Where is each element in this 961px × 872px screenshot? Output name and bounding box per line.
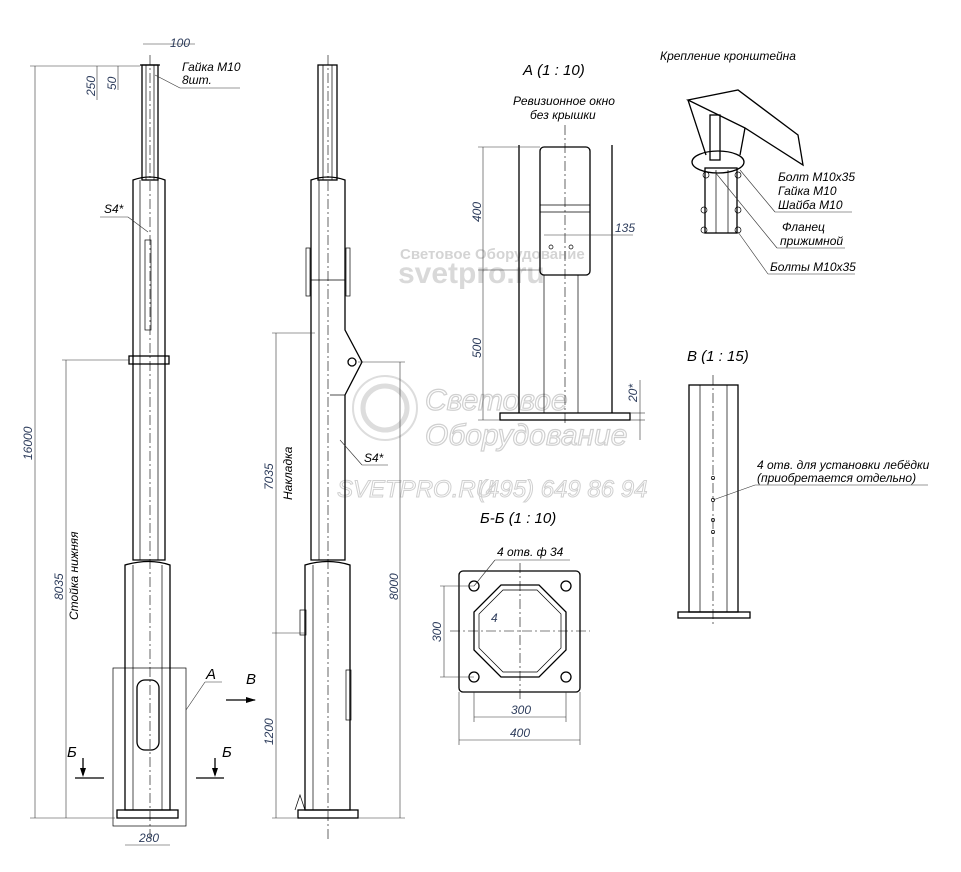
detail-a-note-line2: без крышки	[530, 108, 596, 122]
dim-20: 20*	[626, 384, 640, 403]
dim-300-vertical: 300	[430, 622, 444, 642]
dim-top-250: 250	[84, 76, 98, 97]
watermark-contact-site: SVETPRO.RU	[337, 476, 494, 503]
dim-300-horizontal: 300	[511, 703, 531, 717]
detail-a-base	[499, 412, 631, 421]
middle-section	[132, 176, 166, 561]
watermark-big-line2: Оборудование	[425, 419, 627, 452]
flange	[691, 150, 745, 174]
dim-top-width: 100	[170, 36, 190, 50]
washer-label: Шайба М10	[778, 198, 843, 212]
section-mark-right: Б	[222, 744, 232, 761]
dim-base-width: 280	[138, 831, 159, 845]
detail-a: А (1 : 10) Ревизионное окно без крышки 4…	[470, 62, 645, 440]
watermark-logo-icon	[352, 375, 418, 441]
bracket-detail: Крепление кронштейна Болт М10х35 Гайка М…	[660, 49, 856, 275]
section-bb: Б-Б (1 : 10) 4 отв. ф 34 300 4 300 400	[430, 510, 590, 745]
dim-overlay: 7035	[262, 463, 276, 490]
watermark-logo-inner	[360, 383, 410, 433]
dim-500: 500	[470, 338, 484, 358]
octagon-profile	[473, 584, 567, 678]
dim-400: 400	[470, 202, 484, 222]
bolts-label: Болты М10х35	[770, 260, 856, 274]
detail-v: В (1 : 15) 4 отв. для установки лебёдки …	[677, 348, 930, 625]
dim-top-50: 50	[105, 76, 119, 90]
side-view: 7035 Накладка S4* 8000 1200	[262, 55, 405, 840]
lower-section	[124, 560, 171, 811]
watermark-small-name: Световое Оборудование	[400, 246, 585, 263]
winch-note-line2: (приобретается отдельно)	[757, 471, 916, 485]
section-bb-title: Б-Б (1 : 10)	[480, 510, 556, 527]
nut-label: Гайка М10	[182, 60, 241, 74]
dim-lower-height: 8035	[52, 573, 66, 600]
base-plate-section	[458, 570, 581, 693]
nut-label-bracket: Гайка М10	[778, 184, 837, 198]
watermark-big-line1: Световое	[425, 384, 568, 417]
thickness-label: S4*	[104, 202, 124, 216]
dim-135: 135	[615, 221, 635, 235]
base-plate	[116, 809, 179, 819]
detail-v-base	[677, 611, 751, 619]
section-mark-left: Б	[67, 744, 77, 761]
bracket-title: Крепление кронштейна	[660, 49, 796, 63]
watermark: Световое Оборудование svetpro.ru Светово…	[337, 246, 648, 504]
flange-label-line1: Фланец	[782, 220, 825, 234]
watermark-contact-phone: (495) 649 86 94	[478, 476, 647, 503]
dim-total-height: 16000	[21, 426, 35, 460]
dim-4: 4	[491, 611, 498, 625]
dim-400-horizontal: 400	[510, 726, 530, 740]
clamp	[128, 355, 170, 365]
detail-a-note-line1: Ревизионное окно	[513, 94, 615, 108]
dim-1200: 1200	[262, 718, 276, 745]
bracket-tube	[704, 167, 738, 234]
flange-label-line2: прижимной	[780, 234, 843, 248]
detail-a-title: А (1 : 10)	[522, 62, 585, 79]
bolt-label: Болт М10х35	[778, 170, 855, 184]
callout-a: А	[205, 666, 216, 683]
nut-qty: 8шт.	[182, 73, 212, 87]
view-arrow-label: В	[246, 671, 256, 688]
overlay-label: Накладка	[281, 446, 295, 500]
detail-v-title: В (1 : 15)	[687, 348, 749, 365]
revision-window	[136, 679, 160, 751]
watermark-small-site: svetpro.ru	[398, 257, 545, 290]
revision-window-detail	[539, 146, 591, 276]
dim-8000: 8000	[387, 573, 401, 600]
detail-a-frame	[112, 667, 187, 827]
winch-note-line1: 4 отв. для установки лебёдки	[757, 458, 930, 472]
side-thickness-label: S4*	[364, 451, 384, 465]
lower-post-label: Стойка нижняя	[67, 531, 81, 620]
holes-label: 4 отв. ф 34	[497, 545, 564, 559]
main-view: 100 250 50 Гайка М10 8шт. S4* 16000 8035…	[21, 36, 256, 846]
